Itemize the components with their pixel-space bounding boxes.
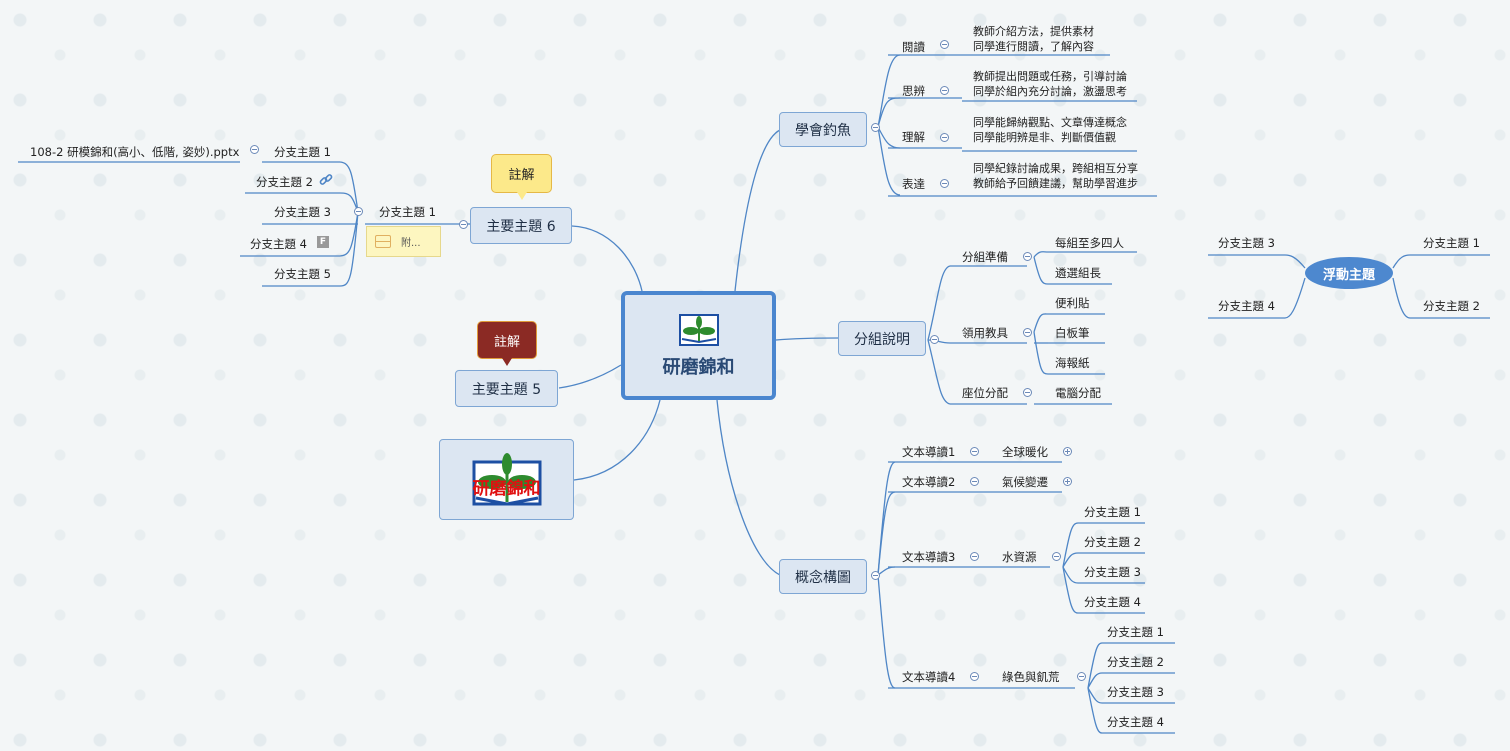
group-tools-item-3[interactable]: 海報紙 xyxy=(1055,356,1090,370)
think-desc-line-2: 同學於組內充分討論，激盪思考 xyxy=(973,85,1127,98)
topic5-callout[interactable]: 註解 xyxy=(477,321,537,366)
collapse-understand-icon[interactable] xyxy=(940,133,949,142)
group-seat-item-1[interactable]: 電腦分配 xyxy=(1055,386,1101,400)
concept-guide-1[interactable]: 文本導讀1 xyxy=(902,445,956,459)
link-icon[interactable] xyxy=(319,173,333,187)
fishing-item-express[interactable]: 表達 xyxy=(902,177,925,191)
book-leaf-logo-icon xyxy=(472,452,541,506)
topic6-callout-label: 註解 xyxy=(508,168,535,183)
main-topic-fishing[interactable]: 學會釣魚 xyxy=(779,112,867,147)
concept-guide-2[interactable]: 文本導讀2 xyxy=(902,475,956,489)
collapse-seat-icon[interactable] xyxy=(1023,388,1032,397)
main-topic-fishing-label: 學會釣魚 xyxy=(795,122,851,139)
collapse-guide-3-icon[interactable] xyxy=(970,552,979,561)
concept-guide-1-item[interactable]: 全球暖化 xyxy=(1002,445,1048,459)
concept-guide-4-item[interactable]: 綠色與飢荒 xyxy=(1002,670,1060,684)
group-tools[interactable]: 領用教具 xyxy=(962,326,1008,340)
collapse-subtopic-1-icon[interactable] xyxy=(354,207,363,216)
main-topic-5-label: 主要主題 5 xyxy=(471,381,542,398)
group-seat[interactable]: 座位分配 xyxy=(962,386,1008,400)
floating-subtopic-4[interactable]: 分支主題 4 xyxy=(1218,299,1275,313)
topic6-callout[interactable]: 註解 xyxy=(491,154,552,200)
fishing-item-read[interactable]: 閱讀 xyxy=(902,40,925,54)
floating-subtopic-2[interactable]: 分支主題 2 xyxy=(1423,299,1480,313)
image-logo-text: 研磨錦和 xyxy=(472,478,541,499)
collapse-topic6-icon[interactable] xyxy=(459,220,468,229)
book-leaf-logo-icon xyxy=(678,313,719,346)
understand-desc-line-2: 同學能明辨是非、判斷價值觀 xyxy=(973,131,1116,144)
concept-guide-3-item[interactable]: 水資源 xyxy=(1002,550,1037,564)
expand-climate-change-icon[interactable] xyxy=(1063,477,1072,486)
collapse-express-icon[interactable] xyxy=(940,179,949,188)
collapse-attachment-icon[interactable] xyxy=(250,145,259,154)
famine-subtopic-3[interactable]: 分支主題 3 xyxy=(1107,685,1164,699)
central-topic-title: 研磨錦和 xyxy=(662,356,735,378)
concept-guide-4[interactable]: 文本導讀4 xyxy=(902,670,956,684)
expand-global-warming-icon[interactable] xyxy=(1063,447,1072,456)
express-desc-line-2: 教師給予回饋建議，幫助學習進步 xyxy=(973,177,1138,190)
floating-subtopic-1[interactable]: 分支主題 1 xyxy=(1423,236,1480,250)
water-subtopic-4[interactable]: 分支主題 4 xyxy=(1084,595,1141,609)
read-desc-line-1: 教師介紹方法，提供素材 xyxy=(973,25,1094,38)
main-topic-group[interactable]: 分組說明 xyxy=(838,321,926,356)
collapse-read-icon[interactable] xyxy=(940,40,949,49)
express-desc-line-1: 同學紀錄討論成果，跨組相互分享 xyxy=(973,162,1138,175)
famine-subtopic-1[interactable]: 分支主題 1 xyxy=(1107,625,1164,639)
branch-subtopic-5[interactable]: 分支主題 5 xyxy=(274,267,331,281)
main-topic-6-label: 主要主題 6 xyxy=(486,218,556,235)
collapse-group-icon[interactable] xyxy=(930,335,939,344)
group-prep-item-1[interactable]: 每組至多四人 xyxy=(1055,236,1124,250)
note-label: 附... xyxy=(401,238,421,249)
fishing-item-understand[interactable]: 理解 xyxy=(902,130,925,144)
branch-subtopic-2[interactable]: 分支主題 2 xyxy=(256,175,313,189)
main-topic-5[interactable]: 主要主題 5 xyxy=(455,370,558,407)
water-subtopic-1[interactable]: 分支主題 1 xyxy=(1084,505,1141,519)
subtopic-1-label[interactable]: 分支主題 1 xyxy=(379,205,436,219)
floating-subtopic-3[interactable]: 分支主題 3 xyxy=(1218,236,1275,250)
collapse-think-icon[interactable] xyxy=(940,86,949,95)
water-subtopic-2[interactable]: 分支主題 2 xyxy=(1084,535,1141,549)
note-icon xyxy=(375,235,391,248)
collapse-tools-icon[interactable] xyxy=(1023,328,1032,337)
main-topic-6[interactable]: 主要主題 6 xyxy=(470,207,572,244)
image-topic[interactable]: 研磨錦和 xyxy=(439,439,574,520)
collapse-guide-2-icon[interactable] xyxy=(970,477,979,486)
branch-subtopic-1[interactable]: 分支主題 1 xyxy=(274,145,331,159)
note-sticky[interactable]: 附... xyxy=(366,226,441,257)
water-subtopic-3[interactable]: 分支主題 3 xyxy=(1084,565,1141,579)
floating-topic[interactable]: 浮動主題 xyxy=(1305,257,1393,289)
floating-topic-label: 浮動主題 xyxy=(1322,267,1375,283)
image-logo: 研磨錦和 xyxy=(472,452,542,508)
concept-guide-2-item[interactable]: 氣候變遷 xyxy=(1002,475,1048,489)
group-tools-item-2[interactable]: 白板筆 xyxy=(1055,326,1090,340)
collapse-famine-icon[interactable] xyxy=(1077,672,1086,681)
branch-subtopic-3[interactable]: 分支主題 3 xyxy=(274,205,331,219)
attachment-filename[interactable]: 108-2 研模錦和(高小、低階, 姿妙).pptx xyxy=(30,145,240,159)
group-tools-item-1[interactable]: 便利貼 xyxy=(1055,296,1090,310)
branch-subtopic-4[interactable]: 分支主題 4 xyxy=(250,237,307,251)
famine-subtopic-4[interactable]: 分支主題 4 xyxy=(1107,715,1164,729)
read-desc-line-2: 同學進行閱讀，了解內容 xyxy=(973,40,1094,53)
main-topic-group-label: 分組說明 xyxy=(854,331,910,348)
main-topic-concept-label: 概念構圖 xyxy=(795,569,851,586)
group-prep-item-2[interactable]: 遴選組長 xyxy=(1055,266,1101,280)
collapse-prep-icon[interactable] xyxy=(1023,252,1032,261)
collapse-guide-1-icon[interactable] xyxy=(970,447,979,456)
central-topic[interactable]: 研磨錦和 xyxy=(621,291,776,400)
collapse-guide-4-icon[interactable] xyxy=(970,672,979,681)
understand-desc-line-1: 同學能歸納觀點、文章傳達概念 xyxy=(973,116,1127,129)
fishing-item-think[interactable]: 思辨 xyxy=(902,84,925,98)
think-desc-line-1: 教師提出問題或任務，引導討論 xyxy=(973,70,1127,83)
main-topic-concept[interactable]: 概念構圖 xyxy=(779,559,867,594)
file-icon[interactable]: F xyxy=(317,236,329,248)
famine-subtopic-2[interactable]: 分支主題 2 xyxy=(1107,655,1164,669)
collapse-water-icon[interactable] xyxy=(1052,552,1061,561)
group-prep[interactable]: 分組準備 xyxy=(962,250,1008,264)
collapse-concept-icon[interactable] xyxy=(871,571,880,580)
concept-guide-3[interactable]: 文本導讀3 xyxy=(902,550,956,564)
collapse-fishing-icon[interactable] xyxy=(871,123,880,132)
topic5-callout-label: 註解 xyxy=(493,334,520,350)
